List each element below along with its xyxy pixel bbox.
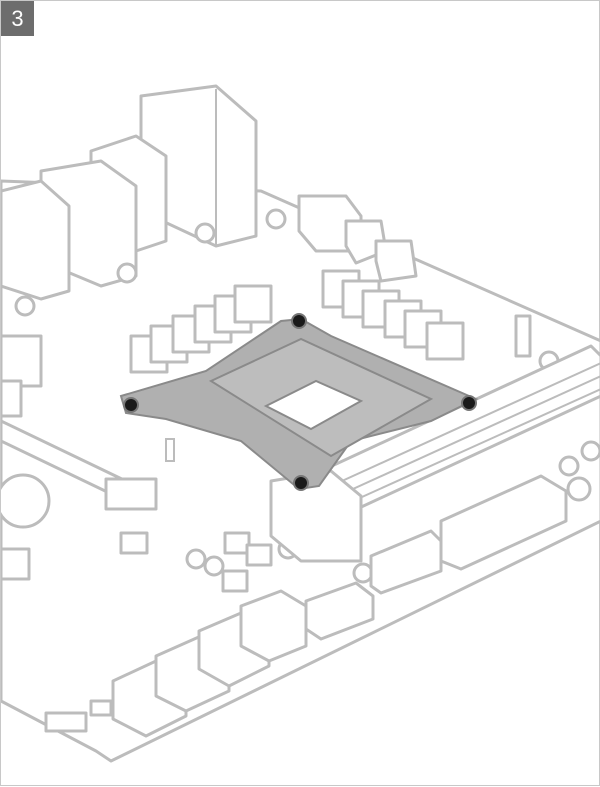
ram-slots [269,344,600,563]
bottom-connectors [1,531,375,738]
vrm-chokes [1,269,465,418]
power-connectors [297,194,418,283]
standoff-screws[interactable] [123,313,477,491]
usb-header [369,529,443,595]
fan-header [514,314,532,358]
cpu-backplate[interactable] [119,317,479,491]
pcie-slot [1,419,158,511]
rear-io-ports [1,84,258,301]
cmos-battery [1,473,51,529]
step-number-badge: 3 [1,1,34,36]
